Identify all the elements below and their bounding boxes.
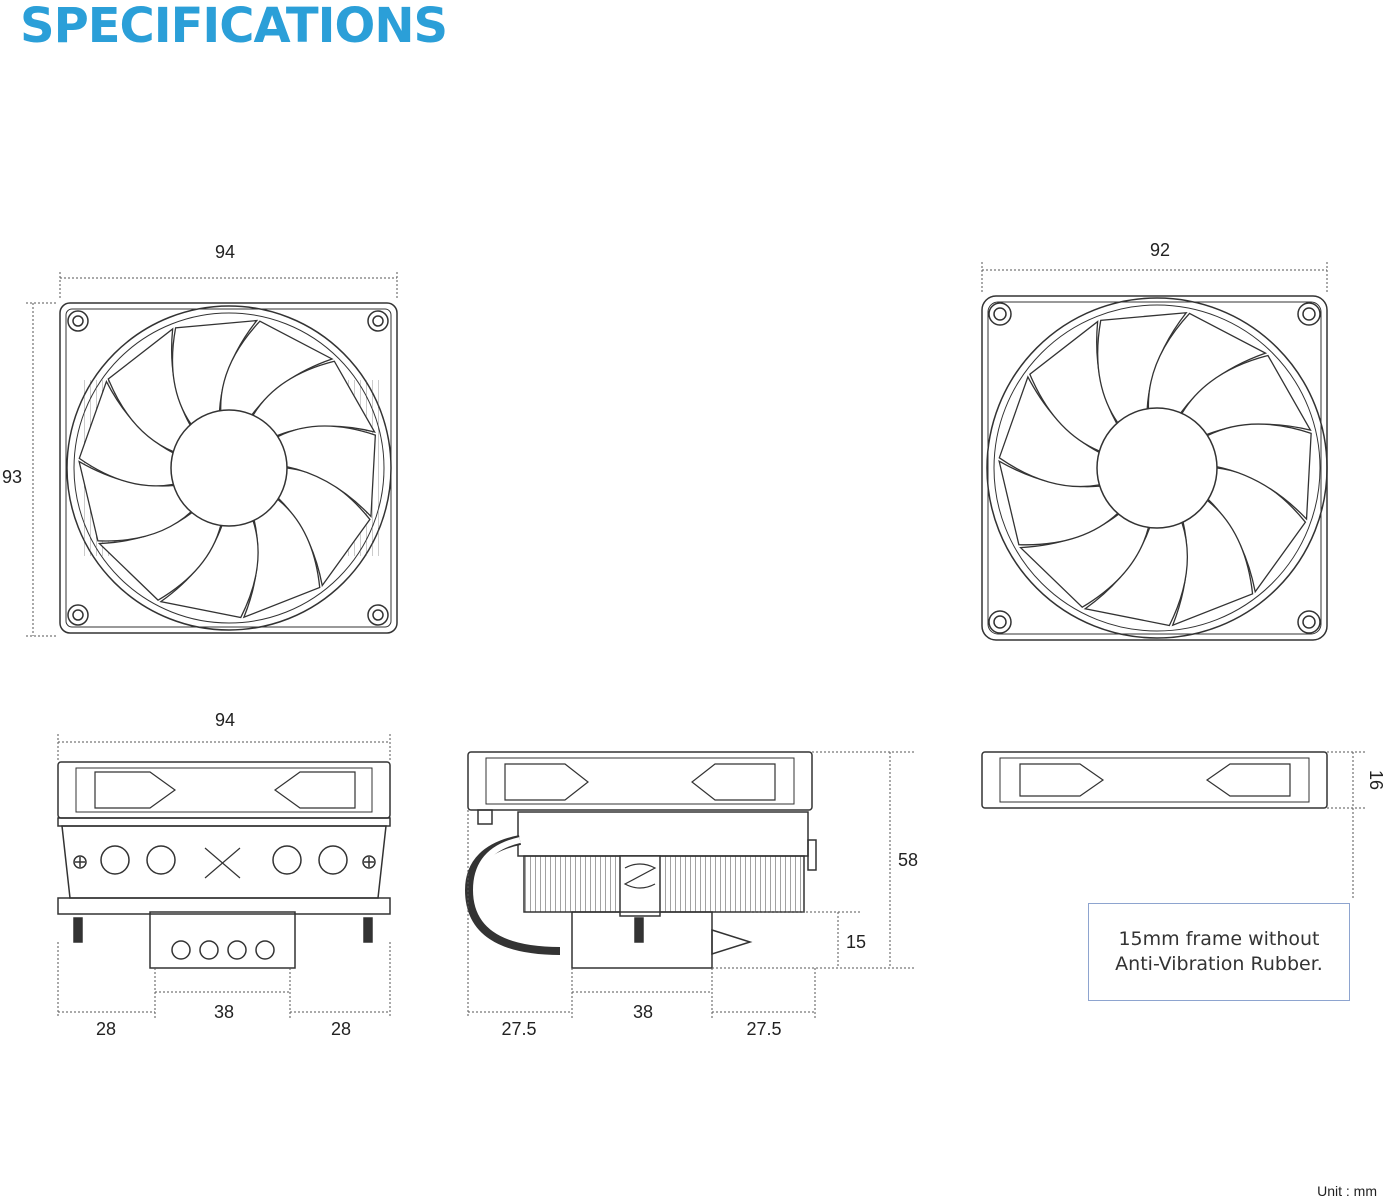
page-title: SPECIFICATIONS [20,0,448,54]
cooler-side-view [464,751,817,969]
dim-fan-width: 92 [1150,240,1170,260]
fan-top-view [981,295,1328,641]
dim-side-center: 38 [633,1002,653,1022]
fan-blades [78,319,377,619]
cooler-front-view [57,761,391,969]
dim-front-width: 94 [215,710,235,730]
note-line-2: Anti-Vibration Rubber. [1115,953,1323,975]
note-box: 15mm frame without Anti-Vibration Rubber… [1088,903,1350,1001]
note-line-1: 15mm frame without [1118,928,1320,950]
dim-front-right: 28 [331,1019,351,1039]
dim-front-left: 28 [96,1019,116,1039]
dim-side-left: 27.5 [501,1019,536,1039]
cooler-top-view [59,302,398,634]
dim-side-height: 58 [898,850,918,870]
fan-blade [277,425,377,518]
fan-blades [998,311,1312,627]
dim-side-base-height: 15 [846,932,866,952]
unit-label: Unit : mm [1317,1183,1377,1199]
dim-top-height: 93 [2,467,22,487]
fan-blade [1206,423,1312,521]
dim-top-width: 94 [215,242,235,262]
fan-side-view [981,751,1328,809]
dim-side-right: 27.5 [746,1019,781,1039]
dim-front-center: 38 [214,1002,234,1022]
dim-fan-thickness: 16 [1366,770,1385,790]
